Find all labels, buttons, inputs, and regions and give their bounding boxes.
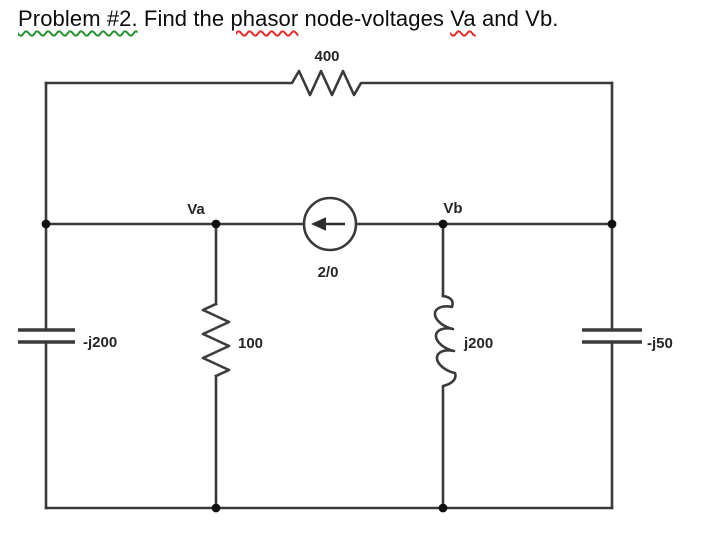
- current-source-label: 2/0: [318, 264, 339, 281]
- inductor-label: j200: [463, 335, 493, 352]
- middle-resistor-label: 100: [238, 335, 263, 352]
- top-resistor-label: 400: [314, 48, 339, 65]
- node-dot-va-bottom: [211, 503, 221, 513]
- title-segment-phasor: phasor: [230, 6, 299, 31]
- title-segment-problem-number: Problem #2.: [18, 6, 138, 31]
- node-dot-vb-bottom: [438, 503, 448, 513]
- node-dot-right-middle: [607, 219, 617, 229]
- node-dot-vb: [438, 219, 448, 229]
- problem-title: Problem #2. Find the phasor node-voltage…: [18, 6, 559, 32]
- title-segment-find-the: Find the: [137, 6, 231, 31]
- node-dot-left-middle: [41, 219, 51, 229]
- middle-resistor-zigzag: [201, 302, 231, 378]
- current-source-arrow-icon: [311, 217, 345, 231]
- right-capacitor-label: -j50: [647, 335, 673, 352]
- junction-dots: [41, 219, 617, 513]
- left-capacitor-plates: [18, 328, 75, 344]
- node-label-va: Va: [187, 201, 205, 218]
- inductor-coil: [433, 294, 457, 510]
- top-wire-with-resistor-zigzag: [44, 69, 614, 97]
- left-capacitor-label: -j200: [83, 334, 117, 351]
- node-label-vb: Vb: [443, 200, 462, 217]
- title-segment-and-vb: and Vb.: [475, 6, 559, 31]
- right-capacitor-plates: [582, 328, 642, 344]
- node-dot-va: [211, 219, 221, 229]
- title-segment-node-voltages: node-voltages: [298, 6, 451, 31]
- title-segment-va: Va: [450, 6, 476, 31]
